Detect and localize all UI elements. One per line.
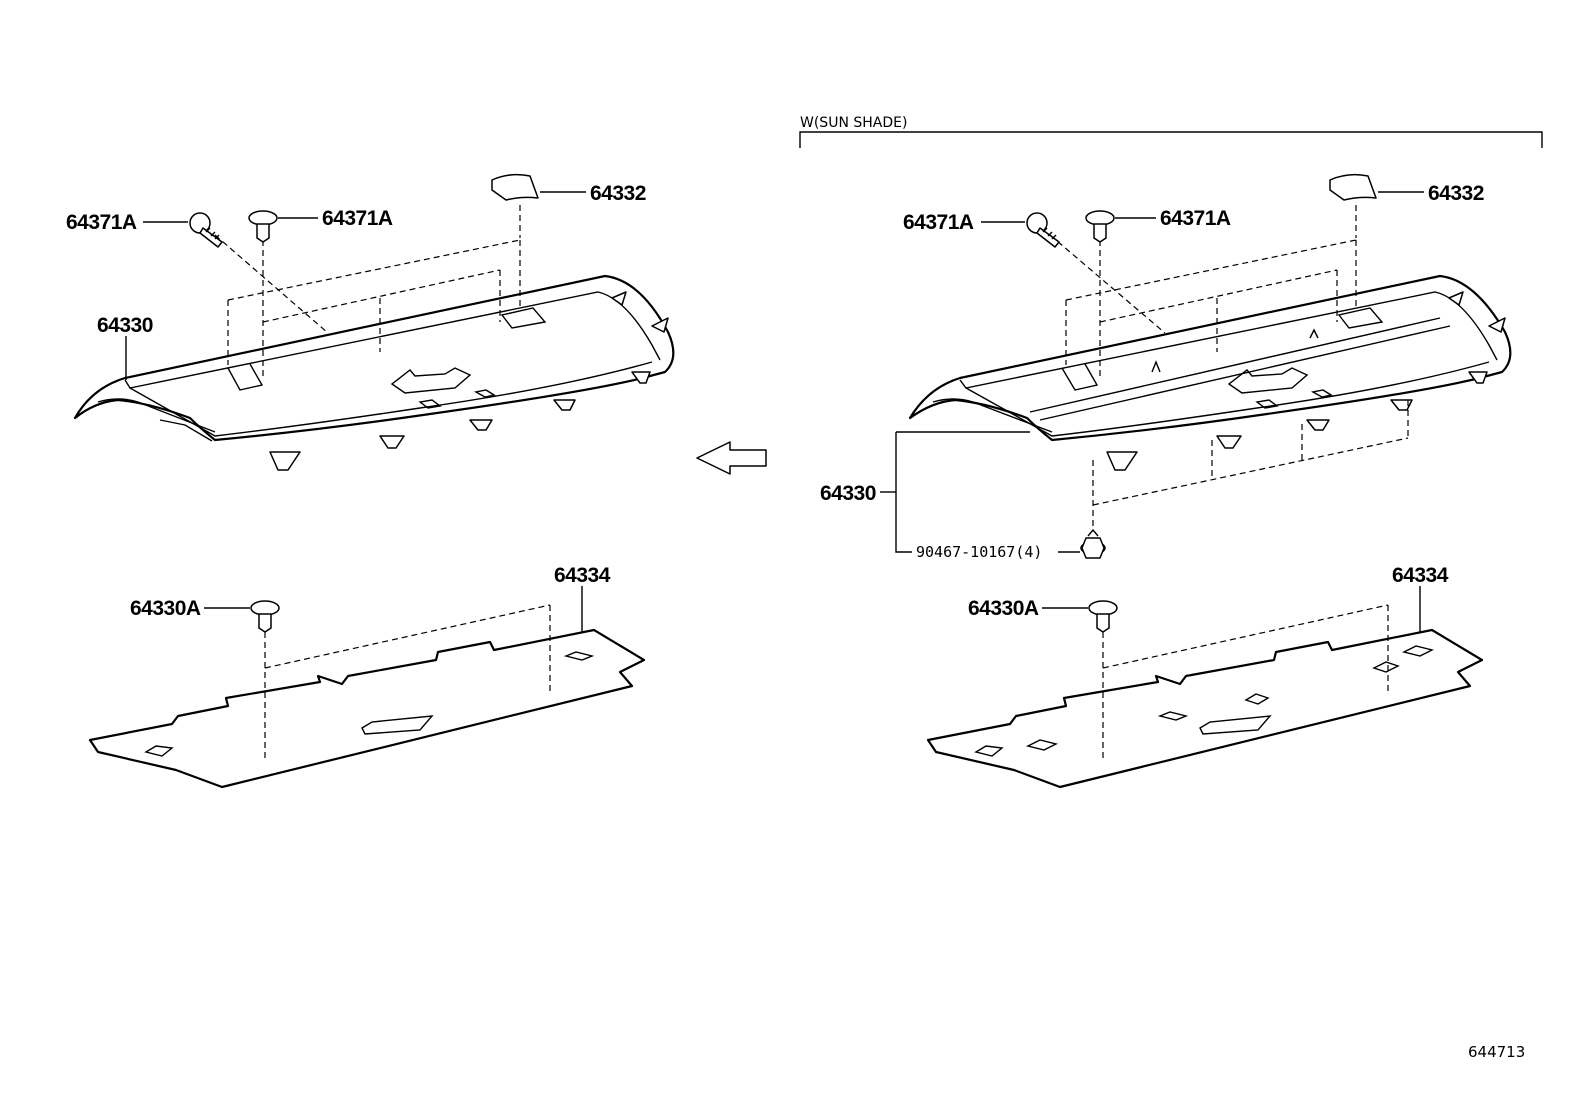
right-clip-label: 64371A	[1160, 207, 1231, 230]
variant-label: W(SUN SHADE)	[800, 115, 907, 131]
direction-arrow-icon	[696, 441, 767, 475]
left-assembly	[73, 173, 675, 789]
left-clip-label: 64371A	[322, 207, 393, 230]
left-silencer-pad	[88, 628, 646, 789]
left-screw-part	[189, 212, 223, 248]
right-fastener-part	[1088, 600, 1118, 633]
right-package-tray-panel	[908, 274, 1512, 471]
right-fastener-label: 64330A	[968, 597, 1039, 620]
right-panel-label: 64330	[820, 482, 876, 505]
right-cover-part	[1329, 173, 1377, 201]
right-screw-part	[1026, 212, 1060, 248]
right-clip-set-label: 90467-10167(4)	[916, 543, 1042, 561]
diagram-id: 644713	[1468, 1043, 1525, 1061]
right-silencer-pad	[926, 628, 1484, 789]
left-cover-label: 64332	[590, 182, 646, 205]
left-screw-label: 64371A	[66, 211, 137, 234]
right-cover-label: 64332	[1428, 182, 1484, 205]
right-screw-label: 64371A	[903, 211, 974, 234]
left-clip-part	[248, 210, 278, 243]
left-package-tray-panel	[73, 274, 675, 471]
right-silencer-label: 64334	[1392, 564, 1449, 587]
left-panel-label: 64330	[97, 314, 153, 337]
left-fastener-part	[250, 600, 280, 633]
left-cover-part	[491, 173, 539, 201]
left-fastener-label: 64330A	[130, 597, 201, 620]
right-assembly	[799, 131, 1543, 789]
left-silencer-label: 64334	[554, 564, 611, 587]
right-clip-part	[1085, 210, 1115, 243]
right-push-clip-part	[1080, 528, 1106, 559]
